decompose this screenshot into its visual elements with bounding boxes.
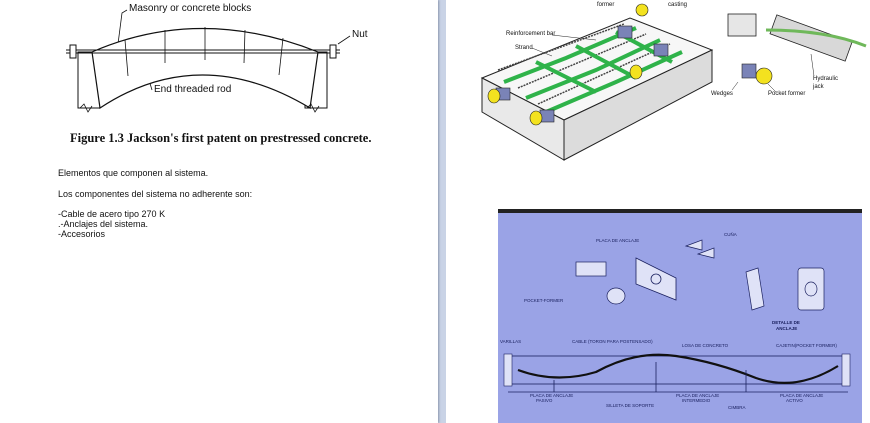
blueprint-drawing xyxy=(446,0,870,423)
text-line-1: Elementos que componen al sistema. xyxy=(58,168,208,178)
list-item: -Accesorios xyxy=(58,229,105,239)
placa-anclaje-label: PLACA DE ANCLAJE xyxy=(596,238,639,243)
varillas-label: VARILLAS xyxy=(500,339,521,344)
placa-activo-label-2: ACTIVO xyxy=(786,398,803,403)
list-item: -Cable de acero tipo 270 K xyxy=(58,209,165,219)
cajetin-label: CAJETIN(POCKET FORMER) xyxy=(776,343,837,348)
placa-pasivo-label-2: PASIVO xyxy=(536,398,552,403)
blocks-label: Masonry or concrete blocks xyxy=(129,3,251,14)
nut-label: Nut xyxy=(352,29,368,40)
silleta-label: SILLETA DE SOPORTE xyxy=(606,403,654,408)
cuna-label: CUÑA xyxy=(724,232,737,237)
arch-drawing xyxy=(0,0,438,150)
losa-label: LOSA DE CONCRETO xyxy=(682,343,728,348)
cimbra-label: CIMBRA xyxy=(728,405,746,410)
list-item: .-Anclajes del sistema. xyxy=(58,219,148,229)
cable-label: CABLE (TORON PARA POSTENSADO) xyxy=(572,339,653,344)
placa-intermedio-label-2: INTERMEDIO xyxy=(682,398,710,403)
text-line-2: Los componentes del sistema no adherente… xyxy=(58,189,252,199)
detalle-label: DETALLE DE xyxy=(772,320,800,325)
right-page: former casting Reinforcement bar Strand … xyxy=(446,0,870,423)
pocket-former-bp-label: POCKET-FORMER xyxy=(524,298,563,303)
left-page: Masonry or concrete blocks Nut End threa… xyxy=(0,0,438,423)
rod-label: End threaded rod xyxy=(154,84,231,95)
anclaje-label: ANCLAJE xyxy=(776,326,797,331)
figure-caption: Figure 1.3 Jackson's first patent on pre… xyxy=(70,131,371,146)
